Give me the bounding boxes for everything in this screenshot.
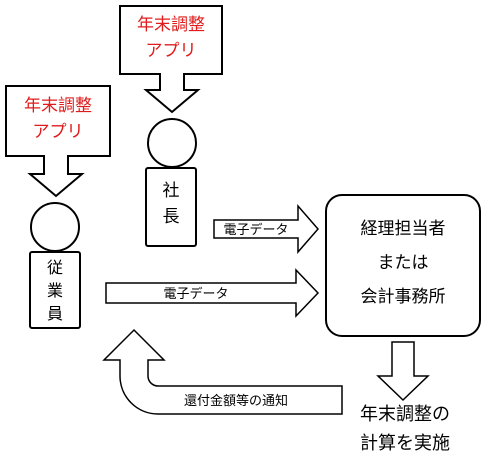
return-notice-arrow: 還付金額等の通知	[102, 328, 343, 415]
president-app-label-1: 年末調整	[137, 15, 205, 35]
president-head	[147, 118, 197, 168]
employee-app-label-2: アプリ	[33, 122, 84, 142]
accountant-label-2: または	[378, 253, 429, 273]
employee-data-arrow-label: 電子データ	[163, 286, 228, 302]
employee-data-arrow: 電子データ	[105, 268, 320, 318]
employee-head	[30, 202, 80, 252]
result-text-line-1: 年末調整の	[360, 404, 450, 425]
employee-label-2: 業	[47, 281, 63, 300]
president-app-label-2: アプリ	[146, 41, 197, 61]
employee-label-3: 員	[47, 304, 63, 323]
calculation-down-arrow	[376, 341, 430, 402]
accountant-box: 経理担当者 または 会計事務所	[325, 194, 481, 337]
employee-app-label-1: 年末調整	[24, 96, 92, 116]
accountant-label-3: 会計事務所	[361, 287, 446, 307]
accountant-label-1: 経理担当者	[361, 219, 446, 239]
employee-app-callout: 年末調整 アプリ	[5, 85, 111, 198]
return-notice-label: 還付金額等の通知	[184, 393, 288, 409]
employee-figure: 従 業 員	[29, 202, 81, 329]
result-text-line-2: 計算を実施	[360, 433, 450, 454]
employee-body	[29, 251, 81, 329]
president-app-callout: 年末調整 アプリ	[119, 5, 223, 114]
president-label-2: 長	[163, 207, 180, 227]
president-label-1: 社	[163, 181, 180, 201]
president-data-arrow-label: 電子データ	[223, 222, 288, 238]
president-data-arrow: 電子データ	[213, 203, 319, 255]
president-figure: 社 長	[145, 118, 197, 247]
employee-label-1: 従	[47, 258, 63, 277]
president-body	[145, 167, 197, 247]
